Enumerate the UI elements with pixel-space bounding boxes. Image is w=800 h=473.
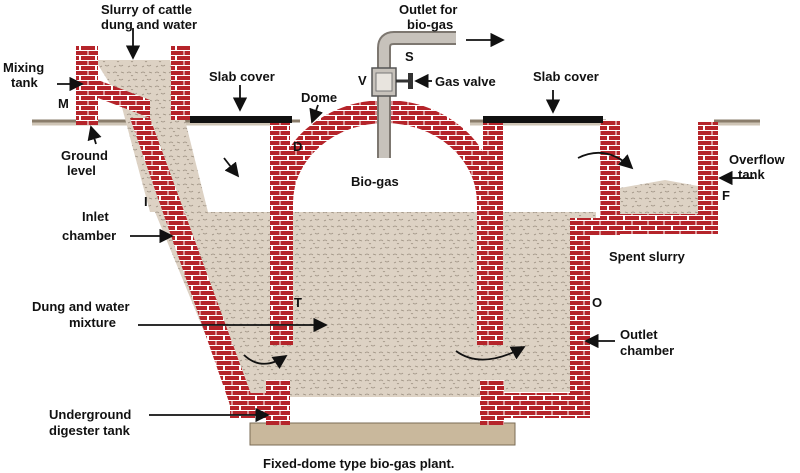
label-biogas: Bio-gas	[351, 174, 399, 189]
label-overflow-line1: Overflow	[729, 152, 786, 167]
letter-i: I	[144, 194, 148, 209]
label-dung-line1: Dung and water	[32, 299, 130, 314]
label-ground-line2: level	[67, 163, 96, 178]
diagram-labels: Slurry of cattle dung and water Outlet f…	[3, 2, 786, 471]
letter-v: V	[358, 73, 367, 88]
diagram-caption: Fixed-dome type bio-gas plant.	[263, 456, 454, 471]
label-underground-line1: Underground	[49, 407, 131, 422]
slab-cover-right	[483, 116, 603, 123]
label-gas-valve: Gas valve	[435, 74, 496, 89]
gas-valve-icon	[396, 73, 413, 89]
label-outlet-chamber-line1: Outlet	[620, 327, 658, 342]
label-slab-cover-right: Slab cover	[533, 69, 599, 84]
letter-s: S	[405, 49, 414, 64]
flow-arrows	[57, 28, 754, 423]
letter-m: M	[58, 96, 69, 111]
label-inlet-line1: Inlet	[82, 209, 109, 224]
letter-t: T	[294, 295, 302, 310]
label-outlet-line2: bio-gas	[407, 17, 453, 32]
label-dome: Dome	[301, 90, 337, 105]
label-dung-line2: mixture	[69, 315, 116, 330]
letter-d: D	[293, 139, 302, 154]
foundation-base	[249, 422, 516, 446]
label-outlet-line1: Outlet for	[399, 2, 458, 17]
label-inlet-line2: chamber	[62, 228, 116, 243]
label-mixing-line2: tank	[11, 75, 39, 90]
label-slurry-line1: Slurry of cattle	[101, 2, 192, 17]
label-overflow-line2: tank	[738, 167, 766, 182]
slab-cover-left	[190, 116, 292, 123]
label-mixing-line1: Mixing	[3, 60, 44, 75]
gas-outlet-pipe	[371, 31, 456, 158]
letter-o: O	[592, 295, 602, 310]
label-slurry-line2: dung and water	[101, 17, 197, 32]
letter-f: F	[722, 188, 730, 203]
label-slab-cover-left: Slab cover	[209, 69, 275, 84]
label-underground-line2: digester tank	[49, 423, 131, 438]
label-outlet-chamber-line2: chamber	[620, 343, 674, 358]
label-ground-line1: Ground	[61, 148, 108, 163]
label-spent-slurry: Spent slurry	[609, 249, 686, 264]
